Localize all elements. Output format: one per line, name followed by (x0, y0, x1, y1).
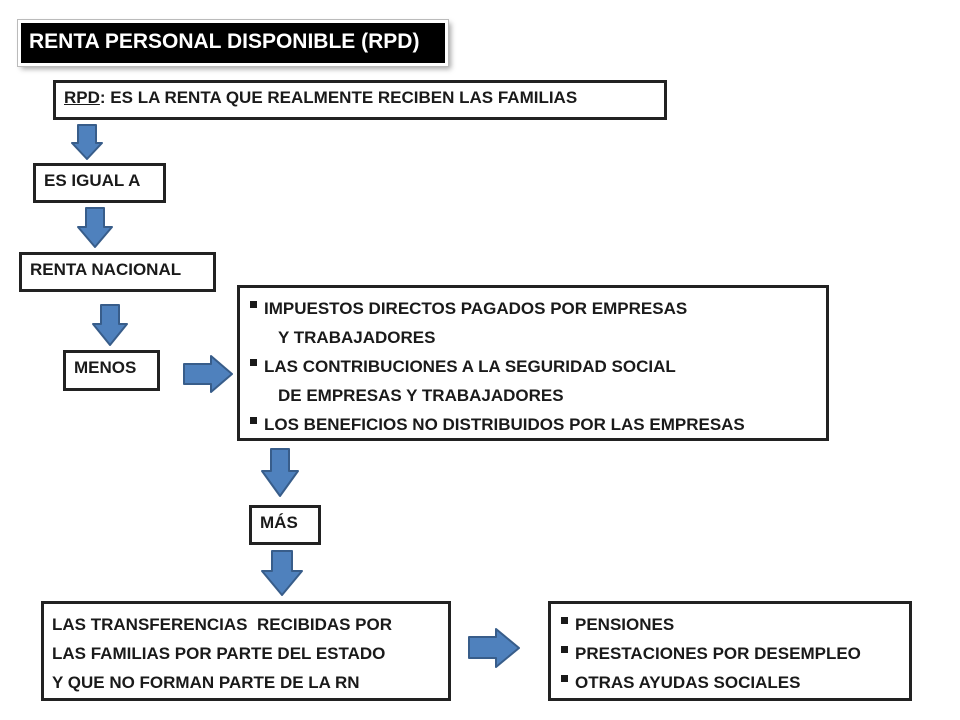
transfer-example-item: PENSIONES (561, 610, 899, 639)
deduction-line: IMPUESTOS DIRECTOS PAGADOS POR EMPRESAS (264, 299, 688, 318)
transfers-line: LAS TRANSFERENCIAS RECIBIDAS POR (52, 615, 393, 634)
transfers-box: LAS TRANSFERENCIAS RECIBIDAS POR LAS FAM… (41, 601, 451, 701)
transfers-line: LAS FAMILIAS POR PARTE DEL ESTADO (52, 644, 386, 663)
down-arrow-icon (92, 304, 128, 346)
right-arrow-icon (183, 355, 233, 393)
down-arrow-icon (77, 207, 113, 248)
page-title: RENTA PERSONAL DISPONIBLE (RPD) (18, 20, 448, 66)
plus-box: MÁS (249, 505, 321, 545)
definition-term: RPD (64, 88, 100, 107)
national-income-label: RENTA NACIONAL (30, 260, 182, 279)
transfers-line: Y QUE NO FORMAN PARTE DE LA RN (52, 673, 360, 692)
deduction-item: LOS BENEFICIOS NO DISTRIBUIDOS POR LAS E… (250, 410, 816, 439)
definition-box: RPD: ES LA RENTA QUE REALMENTE RECIBEN L… (53, 80, 667, 120)
deductions-box: IMPUESTOS DIRECTOS PAGADOS POR EMPRESAS … (237, 285, 829, 441)
deduction-line: LAS CONTRIBUCIONES A LA SEGURIDAD SOCIAL (264, 357, 676, 376)
deduction-item: LAS CONTRIBUCIONES A LA SEGURIDAD SOCIAL… (250, 352, 816, 410)
plus-label: MÁS (260, 513, 298, 532)
equals-label: ES IGUAL A (44, 171, 141, 190)
down-arrow-icon (261, 448, 299, 497)
minus-label: MENOS (74, 358, 137, 377)
down-arrow-icon (261, 550, 303, 596)
right-arrow-icon (468, 628, 520, 668)
deduction-line: LOS BENEFICIOS NO DISTRIBUIDOS POR LAS E… (264, 415, 745, 434)
transfer-examples-box: PENSIONES PRESTACIONES POR DESEMPLEO OTR… (548, 601, 912, 701)
minus-box: MENOS (63, 350, 160, 391)
deduction-line: Y TRABAJADORES (278, 328, 436, 347)
definition-text: : ES LA RENTA QUE REALMENTE RECIBEN LAS … (99, 88, 578, 107)
national-income-box: RENTA NACIONAL (19, 252, 216, 292)
transfer-example-item: PRESTACIONES POR DESEMPLEO (561, 639, 899, 668)
deduction-item: IMPUESTOS DIRECTOS PAGADOS POR EMPRESAS … (250, 294, 816, 352)
equals-box: ES IGUAL A (33, 163, 166, 203)
deduction-line: DE EMPRESAS Y TRABAJADORES (278, 386, 564, 405)
transfer-example-item: OTRAS AYUDAS SOCIALES (561, 668, 899, 697)
down-arrow-icon (71, 124, 103, 160)
